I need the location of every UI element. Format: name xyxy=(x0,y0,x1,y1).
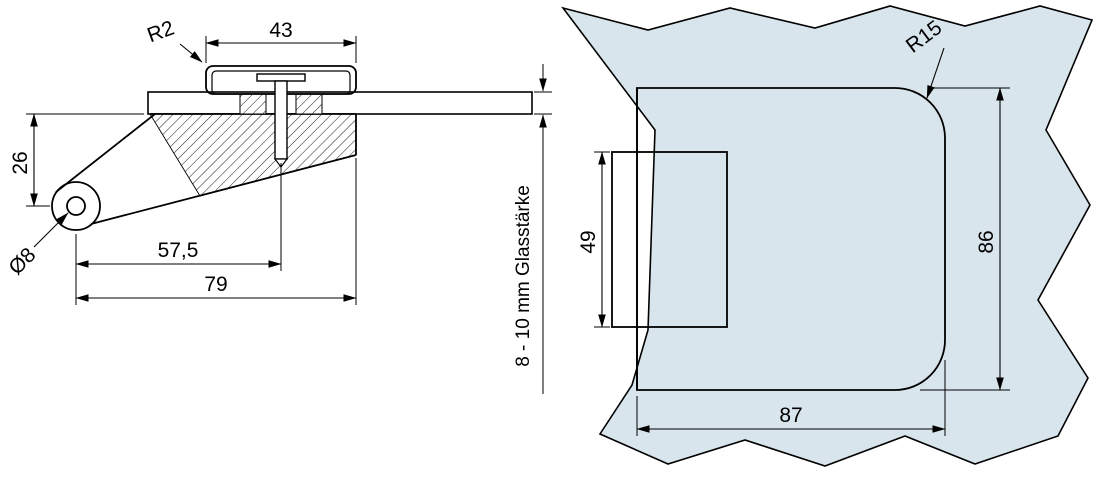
clamp-section-hatch xyxy=(149,113,357,197)
dim-label-r2: R2 xyxy=(144,16,177,47)
screw-shaft xyxy=(274,80,288,160)
dim-label-43: 43 xyxy=(269,19,292,42)
glass-bushing-right xyxy=(295,93,323,115)
leader-line-r15 xyxy=(926,47,945,99)
pivot-hole xyxy=(66,196,86,216)
dim-label-79: 79 xyxy=(204,273,227,296)
glass-bushing-left xyxy=(239,93,267,115)
dim-label-glass-thickness: 8 - 10 mm Glasstärke xyxy=(513,185,534,367)
dimensions-side: 43 R2 26 Ø8 57,5 79 xyxy=(4,16,552,394)
dim-label-57-5: 57,5 xyxy=(158,239,199,262)
hinge-body-front xyxy=(636,87,946,391)
pivot-lug xyxy=(51,181,101,231)
dim-label-49: 49 xyxy=(577,230,600,253)
clamp-body-top-slant xyxy=(55,113,156,193)
leader-line-d8 xyxy=(33,212,69,248)
front-view: R15 49 86 87 xyxy=(560,5,1094,467)
dim-label-86: 86 xyxy=(975,230,998,253)
clamp-tab xyxy=(611,151,728,328)
side-view: 43 R2 26 Ø8 57,5 79 xyxy=(4,16,552,394)
glass-panel-side xyxy=(147,91,533,115)
glass-panel-front xyxy=(560,5,1094,467)
dim-label-87: 87 xyxy=(779,404,802,427)
dim-label-d8: Ø8 xyxy=(4,243,40,279)
screw-head xyxy=(256,73,306,82)
clamp-body-bottom-slant xyxy=(90,154,357,225)
leader-line-r2 xyxy=(179,43,203,63)
dim-label-26: 26 xyxy=(9,151,32,174)
